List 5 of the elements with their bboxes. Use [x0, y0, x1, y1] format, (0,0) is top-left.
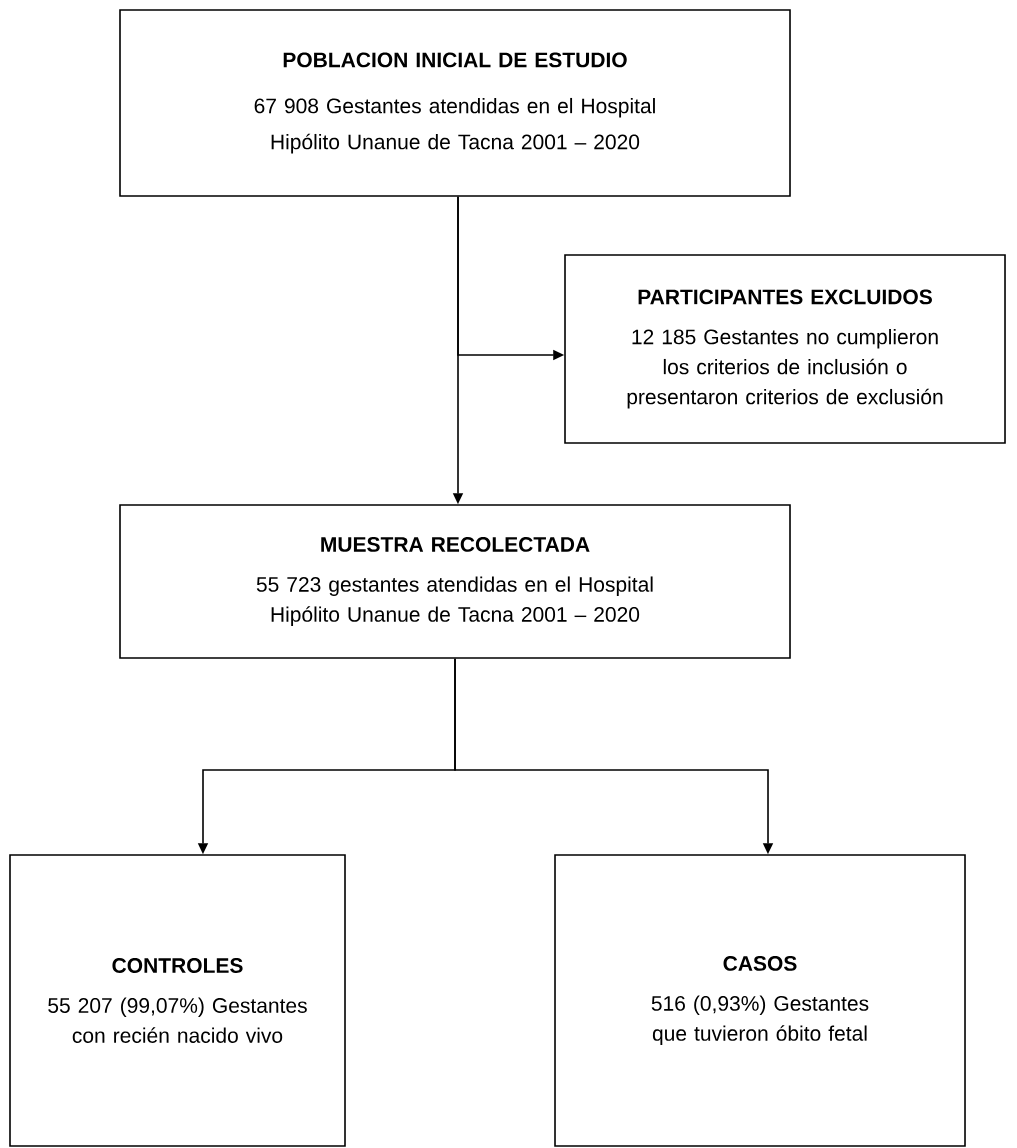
process-box: PARTICIPANTES EXCLUIDOS 12 185 Gestantes no cumplieron los criterios de inclusión o presentaron criterios de exclusión [564, 254, 1006, 444]
process-box: POBLACION INICIAL DE ESTUDIO 67 908 Gestantes atendidas en el Hospital Hipólito Unanue de Tacna 2001 – 2020 [119, 9, 791, 197]
process-box: MUESTRA RECOLECTADA 55 723 gestantes atendidas en el Hospital Hipólito Unanue de Tacna 2001 – 2020 [119, 504, 791, 659]
process-box: CONTROLES 55 207 (99,07%) Gestantes con recién nacido vivo [9, 854, 346, 1147]
process-box: CASOS 516 (0,93%) Gestantes que tuvieron óbito fetal [554, 854, 966, 1147]
